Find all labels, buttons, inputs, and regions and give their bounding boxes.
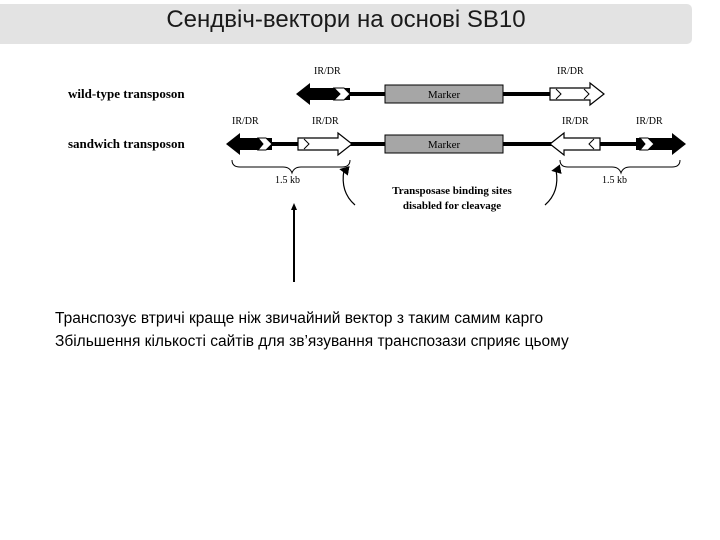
wild-type-construct: Marker IR/DR IR/DR — [296, 66, 605, 107]
sandwich-transposon-diagram: wild-type transposon sandwich transposon… — [68, 66, 686, 282]
body-line-1: Транспозує втричі краще ніж звичайний ве… — [55, 310, 544, 327]
ir-dr-right-chevron — [555, 88, 562, 100]
ir-dr-inner-right-chevron — [588, 138, 595, 150]
title-bar — [0, 4, 692, 44]
ir-dr-outer-right-arrow — [636, 133, 686, 155]
marker-box — [384, 84, 504, 104]
marker-box-sandwich — [384, 134, 504, 154]
kb-label-left: 1.5 kb — [275, 175, 300, 186]
body-line-2: Збільшення кількості сайтів для зв’язува… — [55, 333, 569, 350]
ir-dr-inner-right-arrow — [549, 131, 601, 157]
ir-dr-outer-left-chevron — [256, 137, 273, 151]
ir-label-wild-left: IR/DR — [314, 66, 341, 77]
ir-label-wild-right: IR/DR — [557, 66, 584, 77]
ir-dr-inner-left-chevron — [303, 138, 310, 150]
ir-label-sandwich-2: IR/DR — [312, 116, 339, 127]
ir-dr-right-chevron-2 — [583, 88, 590, 100]
brace-right — [559, 159, 681, 175]
ir-dr-right-arrow — [549, 81, 605, 107]
ir-dr-inner-left-arrow — [297, 131, 353, 157]
brace-left — [231, 159, 351, 175]
note-line-1: Transposase binding sites — [392, 185, 512, 197]
marker-label: Marker — [428, 89, 461, 101]
marker-label-sandwich: Marker — [428, 139, 461, 151]
binding-site-arrow-left — [339, 166, 356, 206]
ir-label-sandwich-3: IR/DR — [562, 116, 589, 127]
ir-dr-outer-right-chevron — [638, 137, 655, 151]
ir-label-sandwich-1: IR/DR — [232, 116, 259, 127]
note-line-2: disabled for cleavage — [403, 200, 501, 212]
row-label-sandwich: sandwich transposon — [68, 136, 185, 151]
slide-title: Сендвіч-вектори на основі SB10 — [166, 6, 526, 33]
ir-label-sandwich-4: IR/DR — [636, 116, 663, 127]
pointer-arrowhead — [291, 203, 297, 210]
kb-label-right: 1.5 kb — [602, 175, 627, 186]
sandwich-construct: Marker IR/DR IR/DR IR/DR IR/DR — [226, 116, 686, 157]
ir-dr-left-chevron — [332, 87, 351, 101]
binding-site-arrow-right — [544, 164, 562, 206]
row-label-wild-type: wild-type transposon — [68, 86, 185, 101]
